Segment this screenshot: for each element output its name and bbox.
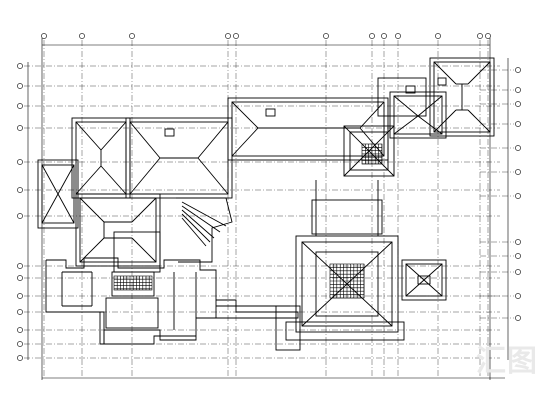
roof-lower-left <box>75 193 161 273</box>
axis-bubble-right <box>515 67 521 73</box>
axis-bubble-right <box>515 239 521 245</box>
axis-bubble-right <box>515 315 521 321</box>
lattice-hatching <box>113 143 383 299</box>
axis-bubble-top <box>129 33 135 39</box>
axis-bubble-top <box>233 33 239 39</box>
building-outlines <box>37 57 495 351</box>
stair-link <box>176 197 233 263</box>
axis-bubble-left <box>17 263 23 269</box>
pavilion-main <box>285 180 405 341</box>
axis-bubble-right <box>515 169 521 175</box>
axis-bubble-top <box>41 33 47 39</box>
axis-bubbles <box>17 33 521 361</box>
pavilion-small <box>401 259 447 301</box>
axis-bubble-right <box>515 193 521 199</box>
axis-bubble-left <box>17 63 23 69</box>
axis-bubble-top <box>381 33 387 39</box>
axis-grid <box>24 40 514 376</box>
axis-bubble-right <box>515 145 521 151</box>
tower-top <box>343 125 395 177</box>
axis-bubble-left <box>17 187 23 193</box>
axis-bubble-left <box>17 275 23 281</box>
axis-bubble-right <box>515 269 521 275</box>
axis-bubble-right <box>515 121 521 127</box>
axis-bubble-left <box>17 293 23 299</box>
axis-bubble-top <box>323 33 329 39</box>
roof-upper-center <box>227 97 389 161</box>
axis-bubble-left <box>17 309 23 315</box>
axis-bubble-top <box>435 33 441 39</box>
roof-main-left <box>71 117 131 199</box>
axis-bubble-left <box>17 355 23 361</box>
axis-bubble-top <box>369 33 375 39</box>
roof-main-center <box>125 117 233 199</box>
axis-bubble-left <box>17 341 23 347</box>
axis-bubble-top <box>225 33 231 39</box>
roof-right-wing <box>377 57 495 139</box>
axis-bubble-top <box>395 33 401 39</box>
axis-bubble-right <box>515 293 521 299</box>
axis-bubble-top <box>485 33 491 39</box>
axis-bubble-top <box>79 33 85 39</box>
block-lattice <box>113 275 153 291</box>
pavilion-lattice <box>329 263 365 299</box>
roof-left-wing <box>37 159 79 229</box>
axis-bubble-left <box>17 213 23 219</box>
block-lower-left <box>45 257 217 345</box>
axis-bubble-left <box>17 327 23 333</box>
corridor <box>216 299 301 351</box>
axis-bubble-left <box>17 103 23 109</box>
axis-bubble-right <box>515 253 521 259</box>
axis-bubble-left <box>17 83 23 89</box>
axis-bubble-left <box>17 159 23 165</box>
axis-bubble-left <box>17 125 23 131</box>
axis-bubble-right <box>515 87 521 93</box>
tower-top-lattice <box>361 143 383 165</box>
axis-bubble-top <box>477 33 483 39</box>
axis-bubble-right <box>515 101 521 107</box>
